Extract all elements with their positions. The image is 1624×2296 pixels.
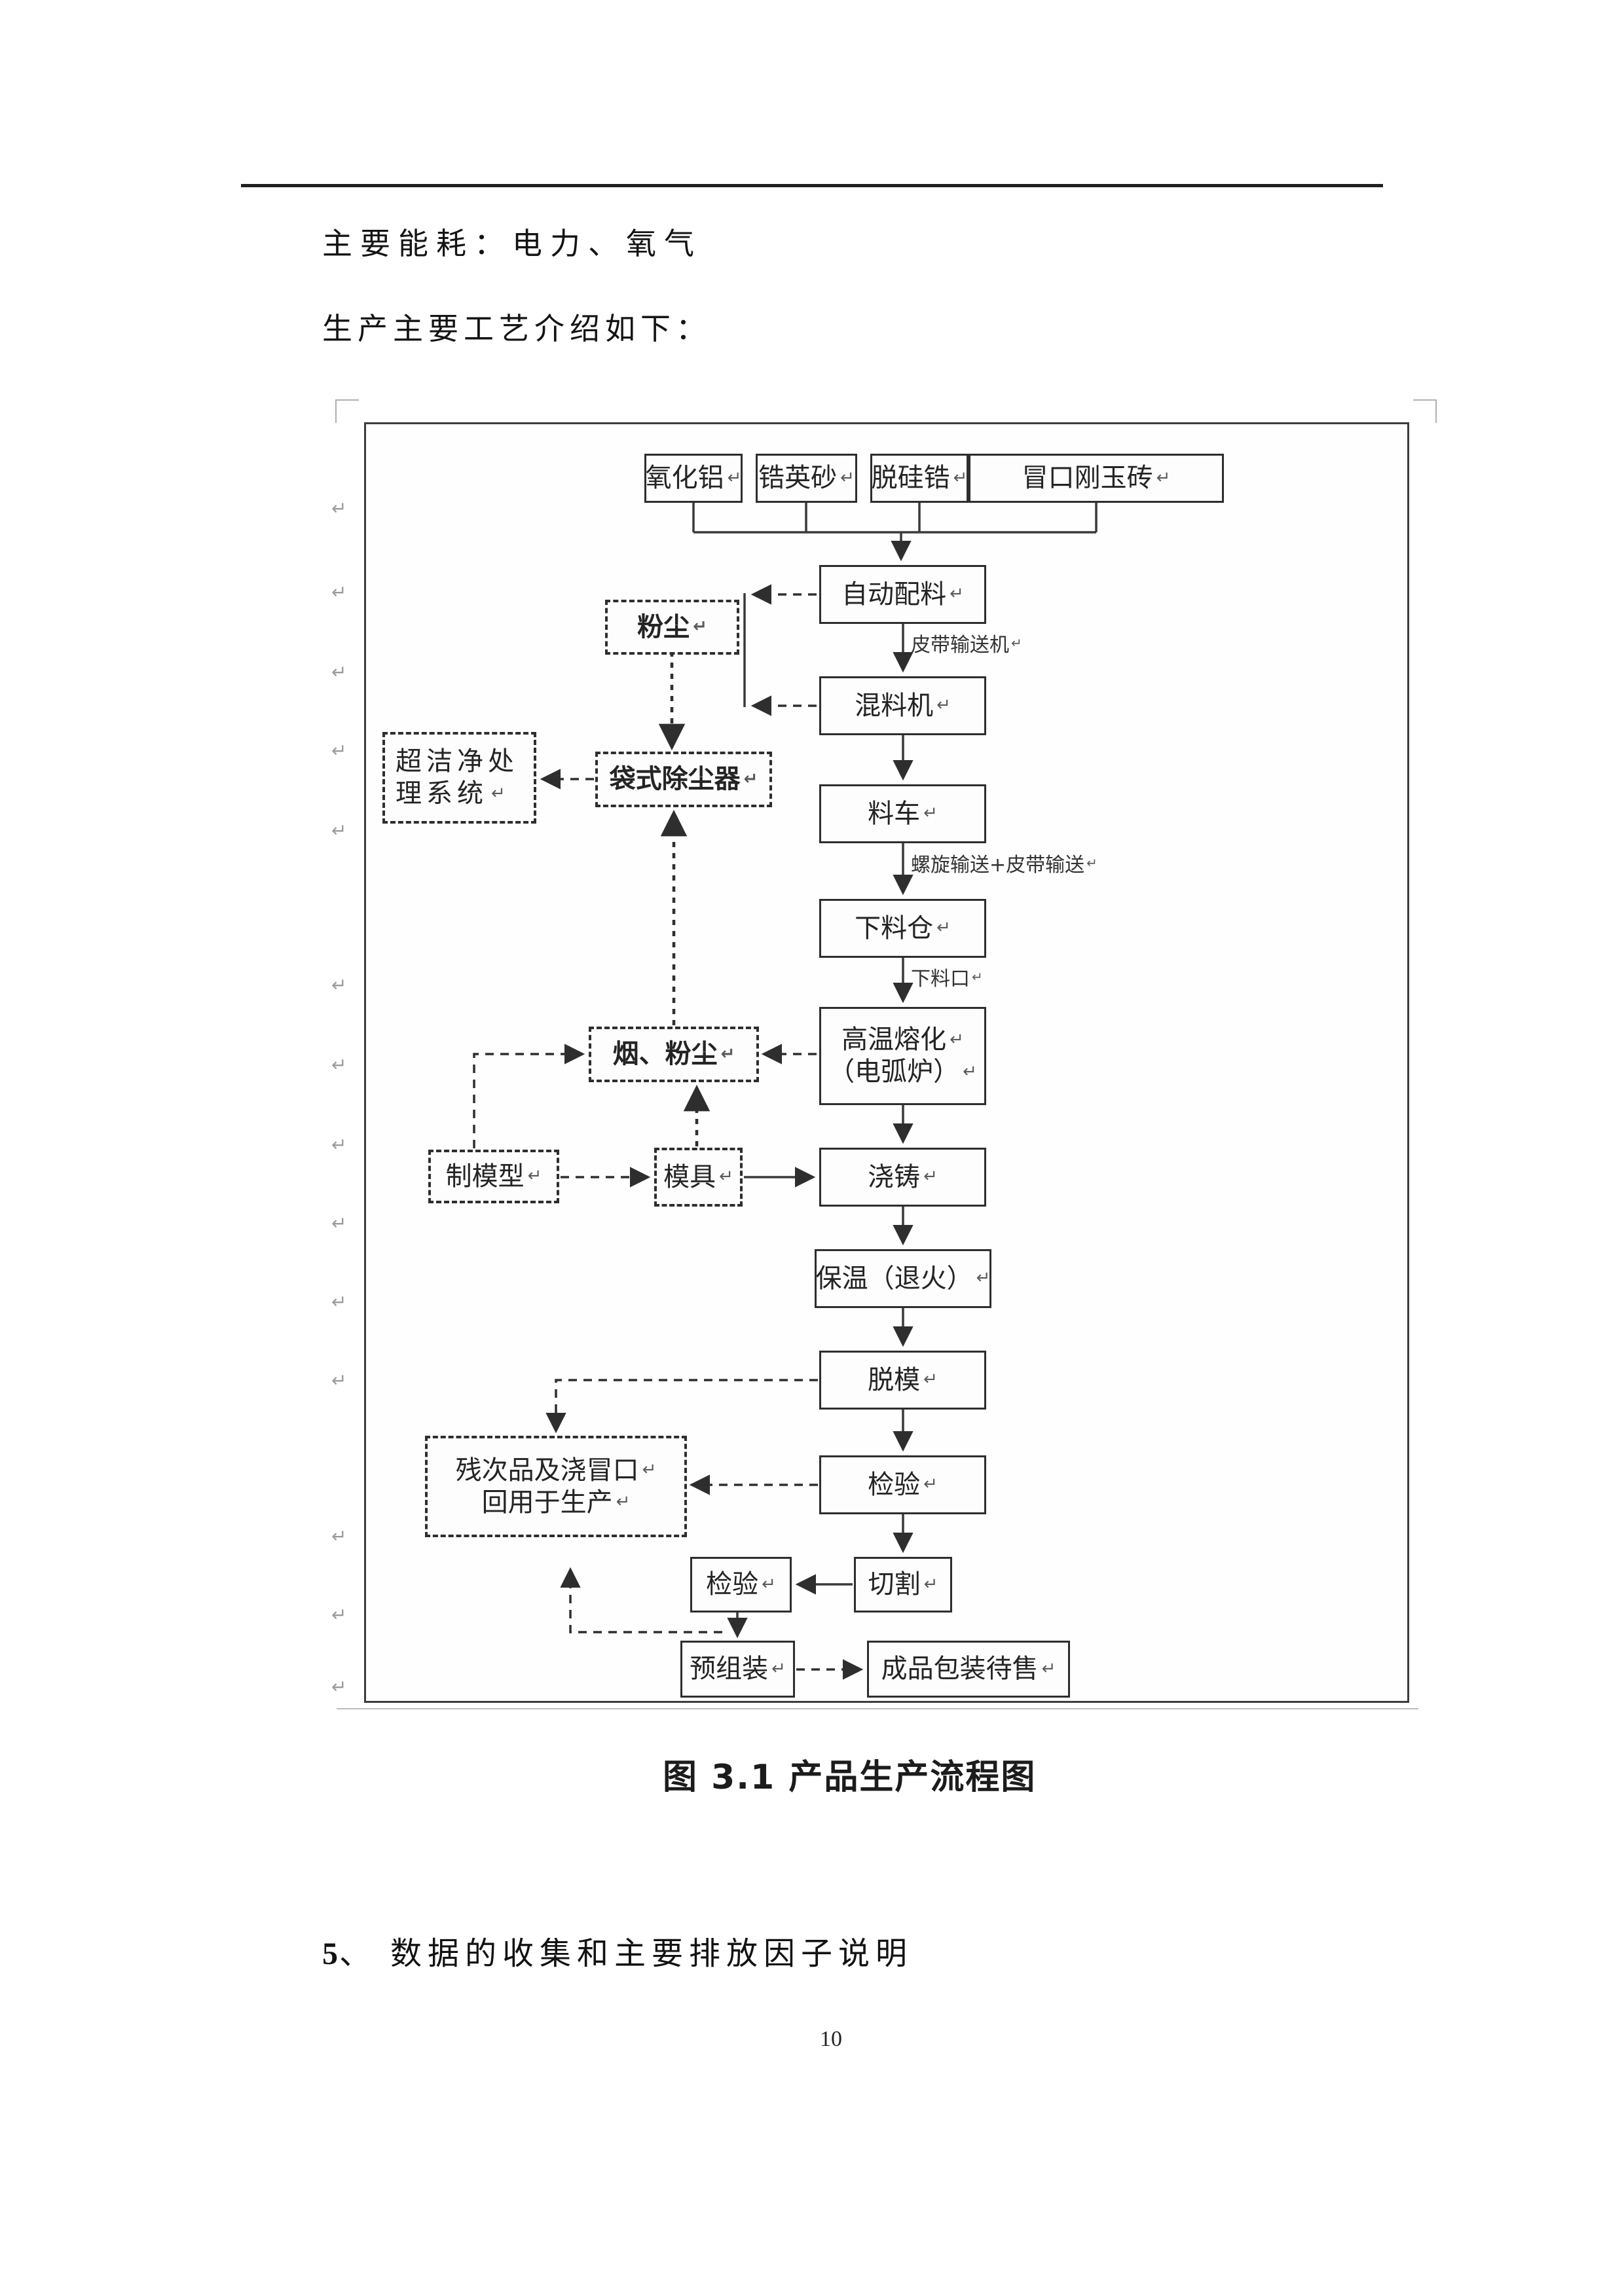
node-casting: 浇铸↵	[819, 1148, 986, 1207]
page-number: 10	[820, 2027, 842, 2051]
node-inspection-1: 检验↵	[819, 1455, 986, 1514]
text-boundary-bottom-line	[337, 1708, 1418, 1709]
figure-caption: 图 3.1 产品生产流程图	[663, 1758, 1037, 1797]
dashed-arrows	[473, 584, 864, 1680]
paragraph-process-intro: 生产主要工艺介绍如下：	[322, 312, 711, 346]
node-mold: 模具↵	[654, 1148, 743, 1207]
node-smoke-dust: 烟、粉尘↵	[589, 1027, 759, 1082]
node-feed-bin: 下料仓↵	[819, 899, 986, 958]
node-cutting: 切割↵	[854, 1557, 952, 1613]
node-demolding: 脱模↵	[819, 1351, 986, 1410]
node-alumina: 氧化铝↵	[644, 454, 743, 503]
header-rule	[241, 184, 1383, 187]
node-mixer: 混料机↵	[819, 676, 986, 735]
node-preassembly: 预组装↵	[680, 1641, 795, 1698]
node-zircon-sand: 锆英砂↵	[756, 454, 857, 503]
dashed-thick-arrows	[658, 651, 710, 1146]
node-bag-filter: 袋式除尘器↵	[595, 752, 772, 807]
node-material-cart: 料车↵	[819, 784, 986, 843]
section-number: 5	[322, 1937, 339, 1971]
node-desilicon-zirconia: 脱硅锆↵	[870, 454, 969, 503]
node-auto-batching: 自动配料↵	[819, 565, 986, 624]
node-scrap-recycle: 残次品及浇冒口↵ 回用于生产↵	[425, 1436, 687, 1537]
solid-arrows	[692, 503, 1098, 1639]
node-packaging: 成品包装待售↵	[867, 1641, 1070, 1698]
node-melting-arc-furnace: 高温熔化↵ （电弧炉）↵	[819, 1007, 986, 1105]
text-boundary-corner-left	[335, 399, 359, 423]
node-inspection-2: 检验↵	[690, 1557, 792, 1613]
edge-label-screw-belt-conveyor: 螺旋输送+皮带输送↵	[911, 854, 1098, 877]
edge-label-feed-port: 下料口↵	[911, 968, 983, 991]
flowchart-frame: 氧化铝↵ 锆英砂↵ 脱硅锆↵ 冒口刚玉砖↵ 自动配料↵ 混料机↵ 料车↵ 下料仓…	[364, 422, 1409, 1703]
paragraph-energy: 主要能耗：电力、氧气	[322, 227, 702, 261]
node-riser-corundum-brick: 冒口刚玉砖↵	[969, 454, 1224, 503]
node-annealing: 保温（退火）↵	[815, 1249, 991, 1308]
node-ultra-clean-system: 超洁净处 理系统↵	[382, 732, 536, 824]
text-boundary-corner-right	[1413, 399, 1437, 423]
node-dust: 粉尘↵	[605, 600, 739, 655]
edge-label-belt-conveyor: 皮带输送机↵	[911, 634, 1022, 657]
flow-connectors	[473, 503, 1098, 1680]
section-heading: 5、 数据的收集和主要排放因子说明	[322, 1937, 913, 1971]
node-pattern-making: 制模型↵	[428, 1150, 559, 1203]
